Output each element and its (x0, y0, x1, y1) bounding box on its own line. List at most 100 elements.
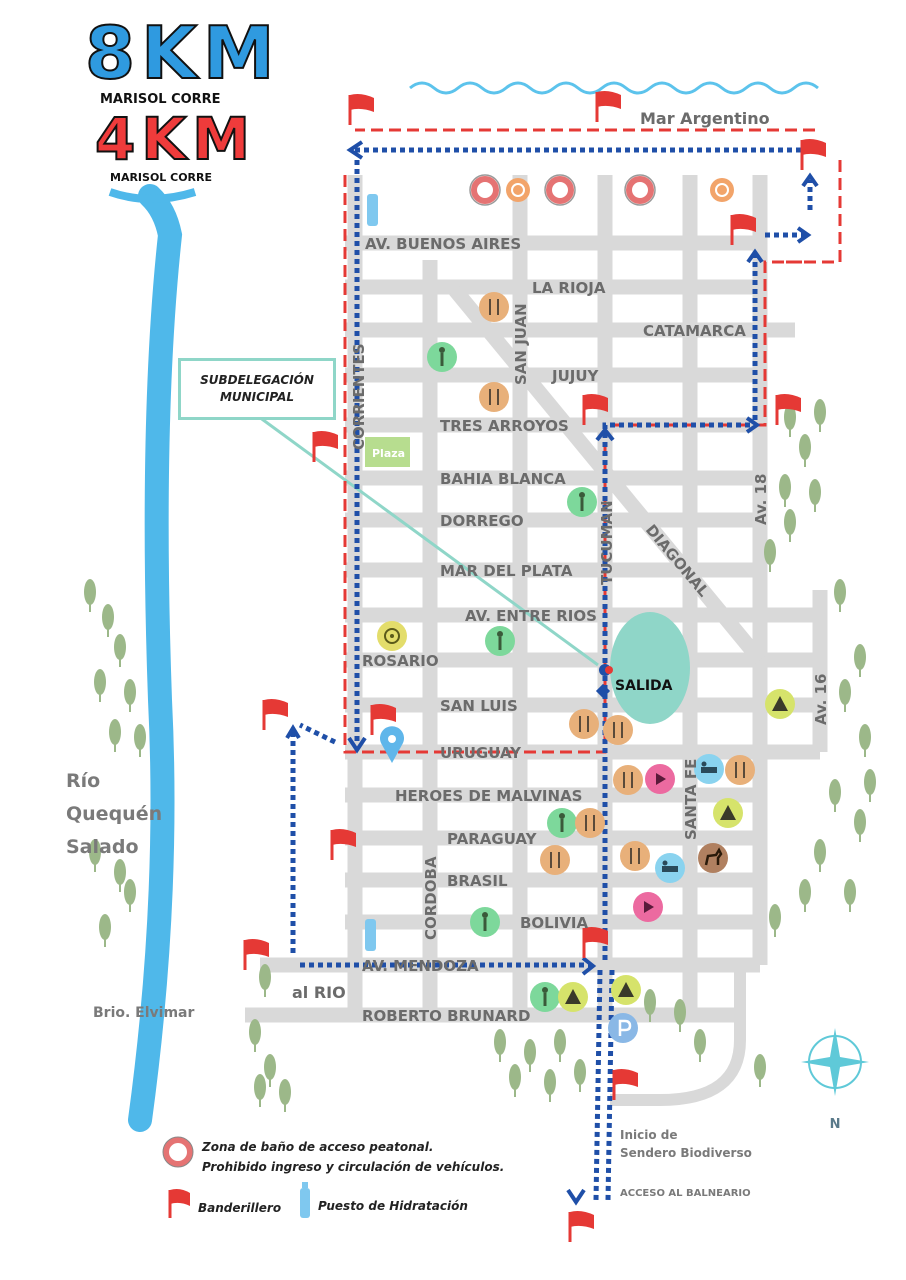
sea-waves (409, 81, 819, 95)
street-santa-fe: SANTA FE (682, 759, 700, 840)
restaurant-icon (479, 292, 509, 322)
flag-icon (612, 1069, 638, 1100)
street-uruguay: URUGUAY (440, 744, 522, 762)
restaurant-icon (479, 382, 509, 412)
water-bottle-icon (365, 919, 376, 951)
salida-label: SALIDA (615, 678, 673, 694)
subdelegacion-line1: SUBDELEGACIÓN (200, 373, 314, 387)
tree-icon (84, 579, 96, 612)
plaza-label: Plaza (372, 447, 405, 460)
street-heroes-de-malvinas: HEROES DE MALVINAS (395, 787, 582, 805)
video-icon (633, 892, 663, 922)
flag-icon (582, 927, 608, 958)
tree-icon (854, 644, 866, 677)
parking-icon (608, 1013, 638, 1043)
sendero-line2: Sendero Biodiverso (620, 1146, 752, 1160)
tree-icon (544, 1069, 556, 1102)
restaurant-icon (725, 755, 755, 785)
flag-icon (262, 699, 288, 730)
compass-label: N (830, 1117, 841, 1132)
route-8km (290, 147, 813, 1201)
street-san-juan: SAN JUAN (512, 303, 530, 385)
street-tres-arroyos: TRES ARROYOS (440, 417, 569, 435)
tree-icon (554, 1029, 566, 1062)
lifebuoy-icon (624, 174, 656, 206)
river-line2: Quequén (66, 803, 163, 825)
legend-banderillero: Banderillero (198, 1201, 282, 1215)
camping-icon (713, 798, 743, 828)
person-icon (567, 487, 597, 517)
tree-icon (524, 1039, 536, 1072)
street-corrientes: CORRIENTES (350, 343, 368, 450)
logo-8km: 8KM (84, 11, 281, 95)
water-bottle-icon (367, 194, 378, 226)
camping-icon (765, 689, 795, 719)
restaurant-icon (613, 765, 643, 795)
street-bolivia: BOLIVIA (520, 914, 589, 932)
street-av-entre-rios: AV. ENTRE RIOS (465, 607, 597, 625)
restaurant-icon (575, 808, 605, 838)
acceso-balneario-label: ACCESO AL BALNEARIO (620, 1188, 751, 1199)
hotel-icon (655, 853, 685, 883)
hotel-icon (694, 754, 724, 784)
legend-hidratacion: Puesto de Hidratación (318, 1199, 468, 1213)
person-icon (547, 808, 577, 838)
legend-zona-bano: Zona de baño de acceso peatonal. Prohibi… (202, 1137, 504, 1177)
lifebuoy-icon (544, 174, 576, 206)
flag-icon (243, 939, 269, 970)
tree-icon (799, 879, 811, 912)
street-paraguay: PARAGUAY (447, 830, 538, 848)
street-av-16: Av. 16 (812, 674, 830, 725)
tree-icon (509, 1064, 521, 1097)
river (128, 184, 183, 1132)
person-icon (427, 342, 457, 372)
tree-icon (834, 579, 846, 612)
restaurant-icon (620, 841, 650, 871)
street-av-mendoza: AV. MENDOZA (362, 957, 479, 975)
tree-icon (494, 1029, 506, 1062)
person-icon (470, 907, 500, 937)
street-san-luis: SAN LUIS (440, 697, 518, 715)
tree-icon (99, 914, 111, 947)
lifebuoy-icon (506, 178, 530, 202)
tree-icon (839, 679, 851, 712)
tree-icon (844, 879, 856, 912)
tree-icon (249, 1019, 261, 1052)
street-catamarca: CATAMARCA (643, 322, 746, 340)
tree-icon (809, 479, 821, 512)
tree-icon (694, 1029, 706, 1062)
camping-icon (558, 982, 588, 1012)
tree-icon (674, 999, 686, 1032)
street-av-buenos-aires: AV. BUENOS AIRES (365, 235, 521, 253)
tree-icon (799, 434, 811, 467)
legend-flag-icon (168, 1189, 190, 1218)
tree-icon (124, 679, 136, 712)
street-la-rioja: LA RIOJA (532, 279, 606, 297)
logo-4km-subtitle: MARISOL CORRE (110, 171, 213, 184)
street-cordoba: CORDOBA (422, 856, 440, 940)
tree-icon (859, 724, 871, 757)
tree-icon (829, 779, 841, 812)
tree-icon (114, 859, 126, 892)
restaurant-icon (603, 715, 633, 745)
sendero-line1: Inicio de (620, 1128, 678, 1142)
flag-icon (730, 214, 756, 245)
tree-icon (264, 1054, 276, 1087)
flag-icon (775, 394, 801, 425)
al-rio-label: al RIO (292, 983, 346, 1002)
video-icon (645, 764, 675, 794)
flag-icon (312, 431, 338, 462)
plaza (365, 437, 410, 467)
legend-zona-line2: Prohibido ingreso y circulación de vehíc… (202, 1160, 505, 1174)
tree-icon (854, 809, 866, 842)
tree-icon (114, 634, 126, 667)
tree-icon (279, 1079, 291, 1112)
person-icon (530, 982, 560, 1012)
subdelegacion-line2: MUNICIPAL (219, 390, 295, 404)
tree-icon (784, 509, 796, 542)
street-grid (245, 175, 828, 1023)
flag-icon (800, 139, 826, 170)
street-diagonal: DIAGONAL (642, 521, 713, 601)
